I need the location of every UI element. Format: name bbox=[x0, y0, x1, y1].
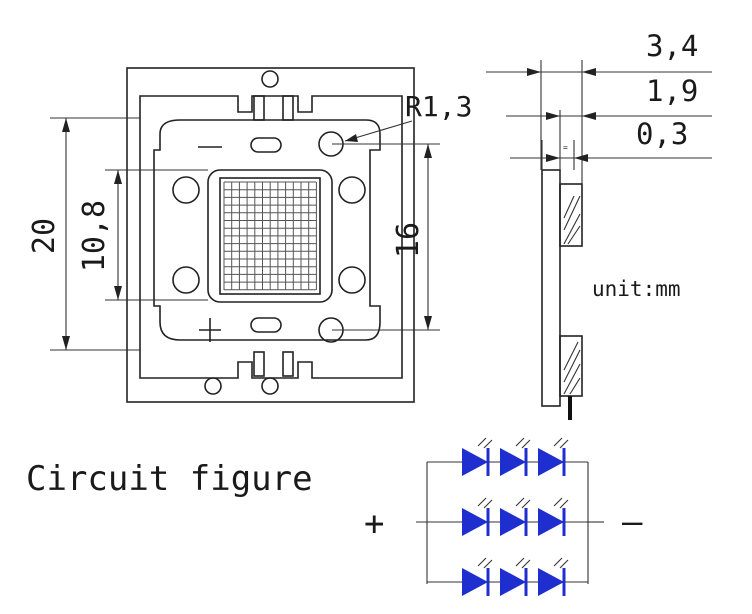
circuit-figure bbox=[416, 437, 604, 596]
top-slot bbox=[250, 137, 282, 153]
led-emission-arrow bbox=[559, 439, 569, 449]
led-diode bbox=[500, 568, 526, 596]
led-emission-arrow bbox=[483, 439, 493, 449]
led-emission-arrow bbox=[483, 559, 493, 569]
side-hatch-top bbox=[563, 195, 581, 245]
die-area bbox=[219, 177, 321, 295]
die-frame bbox=[207, 169, 333, 303]
led-emission-arrow bbox=[515, 497, 525, 507]
unit-label: unit:mm bbox=[592, 277, 681, 301]
led-emission-arrow bbox=[515, 557, 525, 567]
small-mark-text: = bbox=[563, 143, 568, 152]
dim-108-arrow-bottom bbox=[114, 286, 122, 300]
led-emission-arrow bbox=[515, 437, 525, 447]
top-pin-right bbox=[282, 95, 294, 121]
led-emission-arrow bbox=[521, 559, 531, 569]
led-rows bbox=[427, 437, 588, 596]
dim-16-arrow-bottom bbox=[424, 316, 432, 330]
led-emission-arrow bbox=[559, 559, 569, 569]
mount-hole-br bbox=[338, 266, 366, 294]
radius-text: R1,3 bbox=[405, 90, 472, 123]
dim-03-text: 0,3 bbox=[636, 117, 688, 151]
copper-board bbox=[153, 119, 381, 341]
dim-03-arrow-l bbox=[546, 154, 560, 162]
led-emission-arrow bbox=[477, 497, 487, 507]
dim-16-text: 16 bbox=[391, 222, 426, 258]
mount-hole-tr bbox=[338, 176, 366, 204]
side-lens-top bbox=[559, 183, 583, 247]
dim-34-text: 3,4 bbox=[646, 29, 698, 63]
dim-19-text: 1,9 bbox=[646, 74, 698, 108]
side-substrate bbox=[541, 169, 561, 407]
bottom-hole-right bbox=[261, 377, 279, 395]
bottom-pin-right bbox=[282, 351, 294, 377]
led-diode bbox=[462, 448, 488, 476]
led-emission-arrow bbox=[477, 437, 487, 447]
dim-108-text: 10,8 bbox=[77, 200, 112, 272]
dim-20-text: 20 bbox=[27, 218, 62, 254]
led-die-grid bbox=[223, 181, 317, 291]
circuit-plus-text: + bbox=[364, 504, 384, 544]
outer-substrate bbox=[126, 67, 415, 403]
bottom-slot bbox=[250, 317, 282, 333]
led-diode bbox=[500, 448, 526, 476]
led-emission-arrow bbox=[553, 557, 563, 567]
bottom-pin-left bbox=[253, 351, 265, 377]
dim-20-arrow-top bbox=[62, 118, 70, 132]
dim-16-arrow-top bbox=[424, 144, 432, 158]
led-diode bbox=[462, 568, 488, 596]
led-diode bbox=[462, 508, 488, 536]
dim-34-arrow-l bbox=[527, 68, 541, 76]
dimension-lines bbox=[50, 117, 440, 351]
led-diode bbox=[538, 448, 564, 476]
led-diode bbox=[538, 508, 564, 536]
led-diode bbox=[538, 568, 564, 596]
led-emission-arrow bbox=[477, 557, 487, 567]
led-emission-arrow bbox=[521, 499, 531, 509]
side-view bbox=[486, 60, 712, 420]
led-diode bbox=[500, 508, 526, 536]
top-hole bbox=[261, 70, 279, 88]
front-view bbox=[126, 67, 415, 403]
bottom-hole-left bbox=[204, 377, 222, 395]
side-hatch-bottom bbox=[563, 341, 581, 395]
dim-19-arrow-l bbox=[546, 112, 560, 120]
circuit-title: Circuit figure bbox=[26, 459, 313, 499]
dim-34-arrow-r bbox=[582, 68, 596, 76]
led-emission-arrow bbox=[553, 437, 563, 447]
dim-03-arrow-r bbox=[574, 154, 588, 162]
circuit-minus-text: — bbox=[622, 502, 643, 542]
led-emission-arrow bbox=[559, 499, 569, 509]
led-emission-arrow bbox=[483, 499, 493, 509]
dim-20-arrow-bottom bbox=[62, 336, 70, 350]
dim-19-arrow-r bbox=[582, 112, 596, 120]
led-emission-arrow bbox=[521, 439, 531, 449]
inner-outline bbox=[139, 95, 403, 379]
mount-hole-tl bbox=[172, 176, 200, 204]
led-emission-arrow bbox=[553, 497, 563, 507]
mount-hole-bl bbox=[172, 266, 200, 294]
radius-arrow bbox=[345, 134, 358, 142]
dim-108-arrow-top bbox=[114, 170, 122, 184]
top-pin-left bbox=[253, 95, 265, 121]
